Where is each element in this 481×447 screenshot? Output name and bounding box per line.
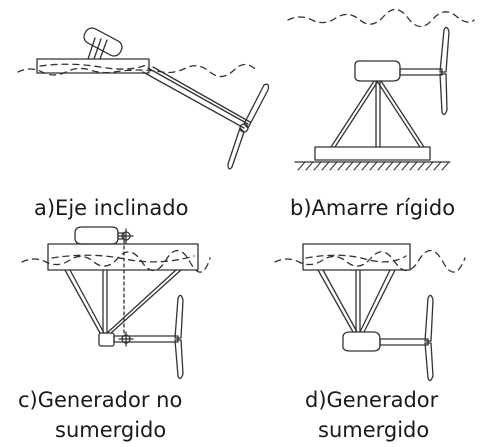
- water-line-inside-platform: [39, 63, 147, 70]
- support-strut: [363, 269, 396, 333]
- rotor-hub: [239, 123, 249, 133]
- support-strut: [317, 269, 354, 333]
- support-strut: [64, 269, 101, 334]
- tower-leg: [376, 80, 421, 148]
- caption-panel-c-line-1: c)Generador no: [18, 388, 183, 412]
- support-strut: [106, 269, 177, 334]
- tower-leg: [330, 80, 375, 148]
- floating-platform: [47, 243, 199, 271]
- rotor-blade: [439, 26, 450, 73]
- caption-panel-d-line-2: sumergido: [318, 418, 430, 442]
- support-post: [87, 37, 96, 60]
- panel-d-generator-submerged: [274, 243, 466, 382]
- inclined-shaft: [147, 67, 249, 125]
- submerged-bearing: [98, 332, 115, 347]
- rotor-blade: [243, 83, 270, 129]
- water-line-inside-platform: [51, 254, 195, 263]
- floating-platform: [36, 58, 150, 74]
- water-surface-line: [287, 8, 475, 28]
- inclined-shaft: [142, 71, 245, 129]
- water-line-inside-platform: [305, 254, 407, 263]
- panel-c-generator-above-water: [21, 226, 211, 380]
- rotor-blade: [227, 127, 245, 170]
- submerged-generator: [342, 331, 381, 352]
- panel-a-inclined-shaft: [17, 27, 270, 170]
- support-post: [99, 39, 108, 60]
- rotor-shaft: [113, 335, 179, 343]
- upper-gear-icon: [118, 228, 134, 244]
- support-strut: [110, 269, 182, 334]
- seabed-hatching: [297, 161, 450, 171]
- rotor-blade: [424, 294, 434, 342]
- support-strut: [69, 269, 105, 334]
- rotor-blade: [424, 342, 434, 382]
- water-surface-line: [17, 63, 259, 78]
- lower-gear-icon: [118, 331, 134, 347]
- generator-body: [83, 27, 123, 57]
- support-strut: [322, 269, 358, 333]
- floating-platform: [302, 243, 411, 271]
- support-post: [93, 38, 102, 60]
- panel-b-rigid-mooring: [287, 8, 475, 171]
- caption-panel-b: b)Amarre rígido: [290, 196, 456, 220]
- tower-leg: [334, 80, 379, 148]
- rotor-shaft: [379, 338, 429, 346]
- caption-panel-d-line-1: d)Generador: [305, 388, 439, 412]
- rotor-shaft: [399, 68, 443, 76]
- rotor-blade: [439, 73, 448, 116]
- caption-panel-c-line-2: sumergido: [55, 418, 167, 442]
- generator-body: [74, 226, 119, 245]
- water-surface-line: [274, 249, 466, 273]
- inclined-shaft: [152, 66, 251, 123]
- turbine-nacelle: [354, 60, 401, 82]
- water-surface-line: [21, 249, 211, 273]
- foundation-base: [314, 146, 431, 161]
- rotor-blade: [174, 294, 184, 339]
- rotor-blade: [174, 339, 184, 380]
- support-strut: [359, 269, 391, 333]
- tower-leg: [380, 80, 425, 148]
- caption-panel-a: a)Eje inclinado: [34, 196, 189, 220]
